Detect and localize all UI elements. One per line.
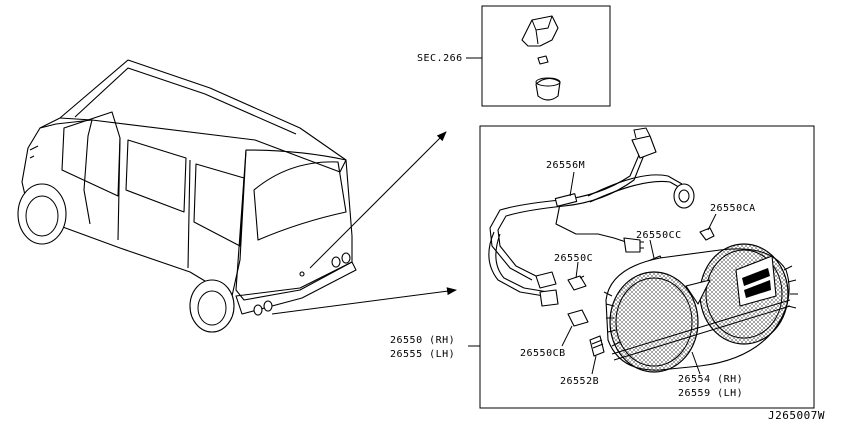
- socket-ca-part: [699, 227, 715, 241]
- socket-c-part: [567, 275, 587, 291]
- section-reference-inset: [481, 5, 611, 107]
- label-sec-ref: SEC.266: [417, 53, 463, 64]
- bulb-part: [589, 335, 605, 357]
- callout-arrow-lower: [271, 287, 457, 315]
- lens-left: [609, 271, 699, 373]
- figure-code: J265007W: [768, 409, 825, 422]
- label-harness: 26556M: [546, 160, 585, 171]
- label-lens-lh: 26559 (LH): [678, 388, 743, 399]
- detail-frame: [479, 125, 815, 409]
- label-socket-cb: 26550CB: [520, 348, 566, 359]
- callout-arrow-upper: [309, 131, 447, 269]
- label-assembly-rh: 26550 (RH): [390, 335, 455, 346]
- socket-cb-part: [567, 309, 589, 327]
- label-assembly-lh: 26555 (LH): [390, 349, 455, 360]
- label-socket-ca: 26550CA: [710, 203, 756, 214]
- label-lens-rh: 26554 (RH): [678, 374, 743, 385]
- wiring-harness: [488, 127, 695, 307]
- label-bulb: 26552B: [560, 376, 599, 387]
- label-socket-cc: 26550CC: [636, 230, 682, 241]
- combination-lamp-assembly: [603, 243, 798, 373]
- label-socket-c: 26550C: [554, 253, 593, 264]
- van-illustration: [17, 59, 357, 333]
